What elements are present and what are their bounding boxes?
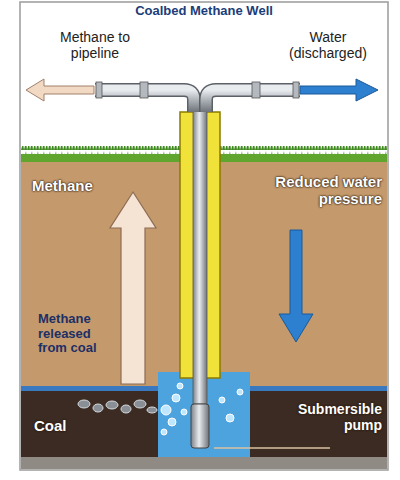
gas-label: Methane [32,178,108,195]
coal-label: Coal [34,418,104,435]
pipe-couplings [96,82,299,98]
tubing [193,104,207,404]
methane-up-arrow [110,192,156,384]
discharge-label: Water (discharged) [276,30,380,61]
coal-lumps [78,400,157,413]
rock-floor [21,457,387,469]
pump-leader [214,447,330,449]
submersible-pump [191,404,209,448]
pressure-label: Reduced water pressure [228,174,382,208]
pump-label: Submersible pump [266,402,382,433]
release-label: Methane released from coal [38,312,114,356]
methane-out-arrow [26,79,94,101]
water-down-arrow [279,230,313,342]
frame [20,2,388,470]
diagram-title: Coalbed Methane Well [22,4,386,19]
water-out-arrow [300,79,378,101]
pipeline-label: Methane to pipeline [40,30,150,61]
